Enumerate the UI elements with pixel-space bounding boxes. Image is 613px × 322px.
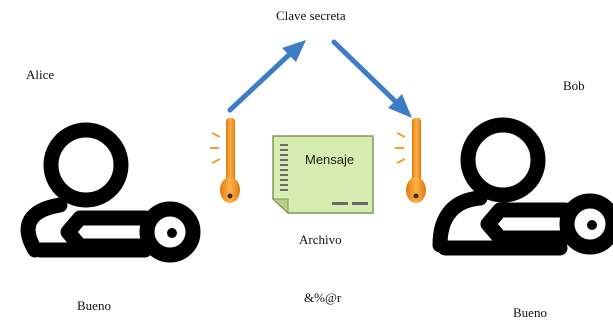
left-key-icon [210,118,240,203]
encrypted-text: &%@r [304,290,342,305]
alice-status: Bueno [77,298,111,313]
document-icon: Mensaje [271,135,374,215]
arrow-to-key [227,40,306,113]
alice-user-key-icon [20,122,201,263]
bob-name: Bob [563,78,585,93]
alice-name: Alice [26,67,55,82]
document-label: Mensaje [305,152,354,167]
bob-user-key-icon [432,117,613,256]
right-key-icon [395,118,426,203]
document-caption: Archivo [299,232,342,247]
arrow-to-bob [331,39,412,118]
bob-status: Bueno [513,305,547,320]
secret-key-title: Clave secreta [276,8,346,23]
